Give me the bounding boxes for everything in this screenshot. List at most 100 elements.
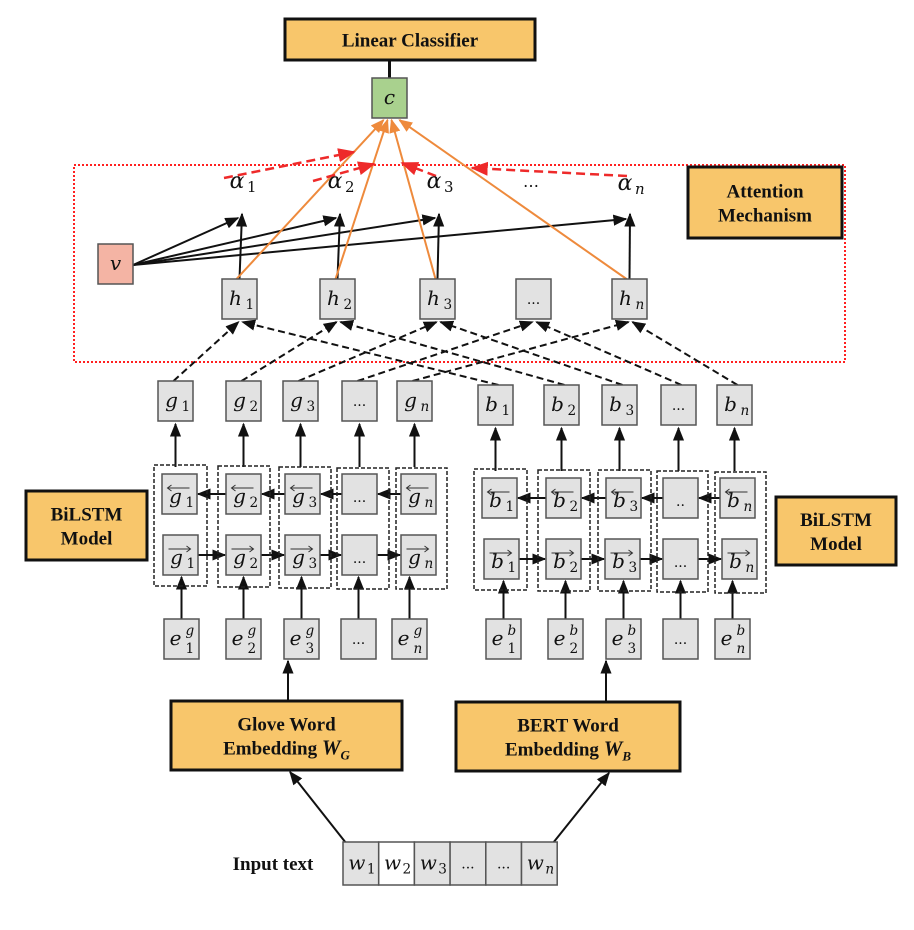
glove-embedding-node-box	[391, 618, 428, 660]
glove-forward-lstm-node-box	[400, 534, 437, 576]
bert-forward-lstm-node: ...	[662, 538, 699, 580]
subscript: n	[741, 403, 750, 419]
symbol: b	[485, 392, 498, 416]
bert-forward-lstm-node-box	[545, 538, 582, 580]
glove-bilstm-output-node-box	[282, 380, 319, 422]
symbol: b	[613, 488, 626, 512]
ellipsis-label: ...	[353, 394, 366, 410]
bert-bilstm-output-node-box	[601, 384, 638, 426]
input-word-node-box	[520, 841, 558, 886]
symbol: e	[492, 626, 504, 650]
hidden-to-attention-weight-arrow	[433, 212, 445, 280]
linear-classifier-label-text: Linear Classifier	[342, 31, 479, 52]
ellipsis-label: ...	[674, 555, 687, 571]
glove-backward-lstm-node: ...	[341, 473, 378, 515]
bilstm-timestep-group	[656, 470, 709, 593]
symbol: α	[618, 171, 633, 196]
subscript: n	[737, 641, 746, 657]
subscript: 1	[247, 178, 257, 196]
math-label: ...	[674, 555, 687, 571]
symbol: e	[721, 626, 733, 650]
hidden-to-context-arrow	[389, 118, 437, 280]
ellipsis-label: ...	[461, 857, 474, 873]
bert-word-embedding-label-text: BERT Word	[517, 716, 619, 737]
subscript: 2	[250, 495, 259, 511]
bilstm-timestep-group	[537, 469, 591, 592]
ellipsis-label: ...	[352, 632, 365, 648]
right-arrow-icon	[186, 545, 192, 553]
bert-backward-lstm-node-box	[605, 477, 642, 519]
input-text-label: Input text	[233, 854, 314, 875]
subscript: 1	[186, 495, 195, 511]
subscript: 2	[568, 403, 577, 419]
symbol: h	[229, 286, 242, 310]
subscript: n	[421, 399, 430, 415]
hidden-state-node-box	[419, 278, 456, 320]
input-to-bert-arrow	[552, 771, 610, 844]
bert-embedding-node-box	[547, 618, 584, 660]
math-label: ..	[676, 494, 685, 510]
bilstm-left-label-text: Model	[61, 529, 113, 550]
symbol: b	[729, 549, 742, 573]
left-arrow-icon	[724, 488, 730, 496]
symbol: b	[489, 488, 502, 512]
superscript: g	[248, 623, 257, 639]
bert-forward-lstm-node-box	[604, 538, 641, 580]
bilstm-left-label-text: BiLSTM	[51, 505, 123, 526]
ellipsis-label: ...	[497, 857, 510, 873]
superscript: g	[414, 623, 423, 639]
attention-weight-to-context-arrow	[400, 161, 437, 178]
symbol: b	[724, 392, 737, 416]
bilstm-timestep-group	[217, 465, 271, 588]
query-vector-node: v	[97, 243, 134, 285]
bilstm-timestep-group	[395, 467, 448, 590]
superscript: b	[570, 623, 579, 639]
superscript: g	[186, 623, 195, 639]
attention-weight-to-context-arrow	[470, 161, 628, 178]
bert-word-embedding-label-text: Embedding WB	[505, 737, 631, 764]
math-label: c	[384, 85, 395, 109]
glove-bilstm-output-node-box	[396, 380, 433, 422]
symbol: g	[170, 545, 183, 569]
ellipsis-label: ...	[353, 551, 366, 567]
hidden-state-node-box	[221, 278, 258, 320]
right-arrow-icon	[569, 549, 575, 557]
query-to-attention-weight-arrow	[132, 215, 338, 266]
left-arrow-icon	[405, 484, 411, 492]
math-label: ...	[353, 394, 366, 410]
glove-forward-lstm-node-box	[162, 534, 199, 576]
linear-classifier-label: Linear Classifier	[283, 17, 537, 62]
bert-bilstm-output-node-box	[716, 384, 753, 426]
glove-forward-lstm-node: ...	[341, 534, 378, 576]
glove-bilstm-output-node-box	[225, 380, 262, 422]
subscript: n	[635, 180, 645, 198]
symbol: e	[232, 626, 244, 650]
superscript: b	[737, 623, 746, 639]
bert-bilstm-output-node: ...	[660, 384, 697, 426]
bert-bilstm-output-node-box	[477, 384, 514, 426]
subscript: n	[744, 499, 753, 515]
input-word-node: ...	[485, 841, 523, 886]
subscript: 3	[309, 495, 318, 511]
attention-weight-to-context-arrow	[223, 148, 356, 180]
ellipsis-label: v	[110, 251, 122, 275]
